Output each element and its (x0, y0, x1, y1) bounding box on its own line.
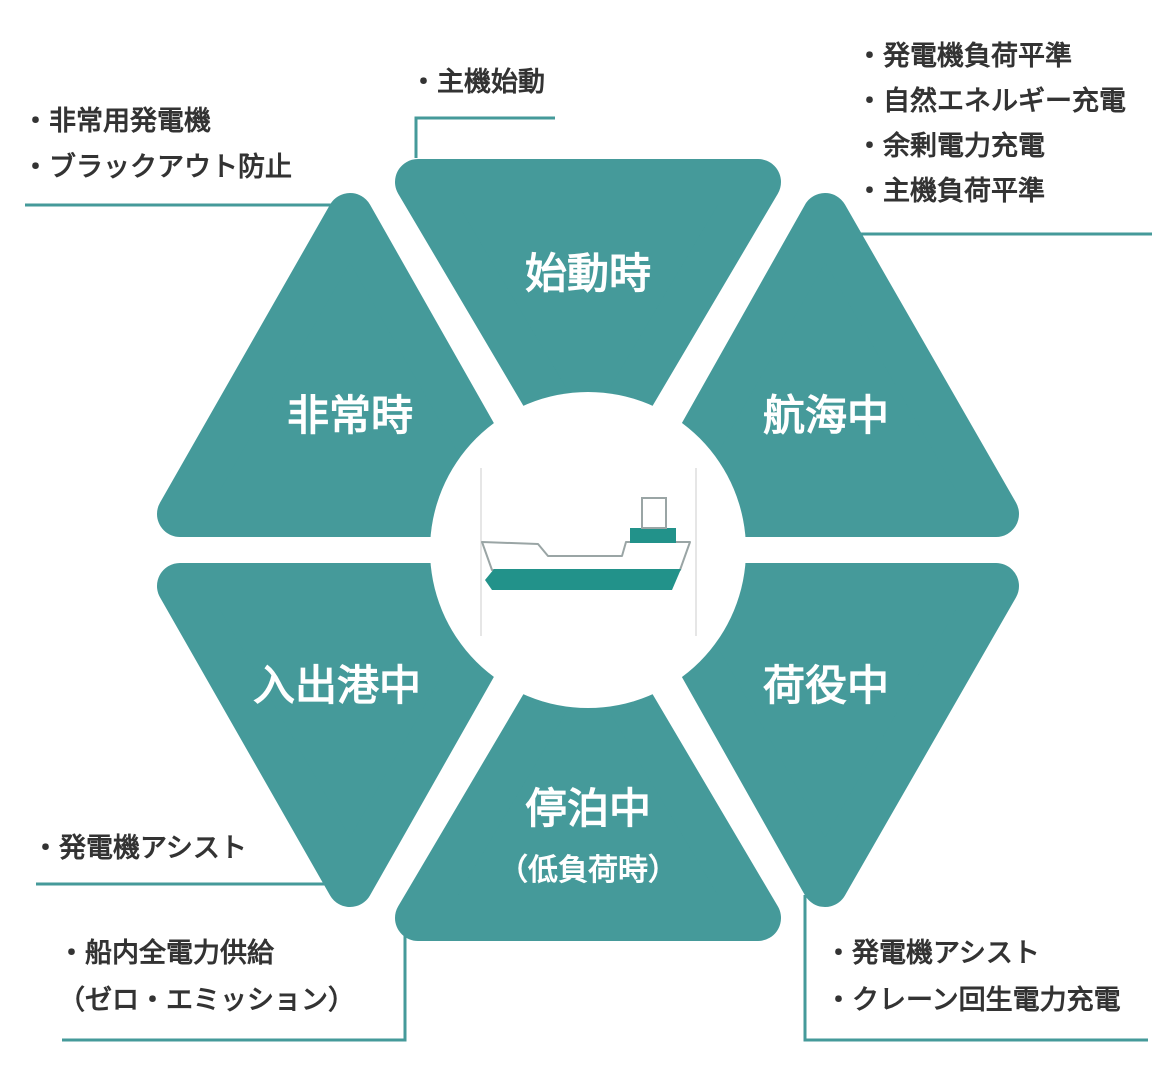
notes-emergency: ・非常用発電機 ・ブラックアウト防止 (22, 106, 292, 183)
leader-line-berthing (62, 925, 407, 1042)
ship-icon-frame-left (480, 468, 482, 636)
segment-voyage[interactable]: 航海中 (634, 193, 1019, 537)
note-text: ・自然エネルギー充電 (856, 85, 1126, 117)
note-text: （ゼロ・エミッション） (58, 985, 355, 1016)
segment-cargo-shape (634, 563, 1019, 907)
leader-line-startup (414, 116, 555, 158)
segment-berthing[interactable]: 停泊中 （低負荷時） (395, 607, 781, 941)
segment-voyage-label: 航海中 (763, 391, 889, 440)
note-text: ・主機始動 (410, 66, 545, 98)
segment-berthing-shape (395, 607, 781, 941)
note-text: ・船内全電力供給 (58, 937, 275, 969)
segment-cargo[interactable]: 荷役中 (634, 563, 1019, 907)
notes-startup: ・主機始動 (410, 66, 545, 98)
note-text: ・発電機アシスト (825, 938, 1040, 969)
segment-cargo-label: 荷役中 (763, 661, 889, 710)
segment-voyage-shape (634, 193, 1019, 537)
segment-port-shape (157, 563, 542, 907)
leader-line-cargo (803, 895, 1148, 1042)
note-text: ・クレーン回生電力充電 (825, 984, 1121, 1016)
note-text: ・ブラックアウト防止 (22, 151, 292, 183)
note-text: ・余剰電力充電 (856, 130, 1045, 162)
segment-berthing-label: 停泊中 (525, 784, 651, 833)
notes-cargo: ・発電機アシスト ・クレーン回生電力充電 (825, 938, 1121, 1016)
segment-emergency[interactable]: 非常時 (157, 193, 542, 537)
center-circle (430, 392, 746, 708)
segment-startup-shape (395, 159, 781, 493)
note-text: ・発電機負荷平準 (856, 40, 1072, 72)
segment-port-label: 入出港中 (253, 661, 421, 710)
note-text: ・非常用発電機 (22, 106, 211, 137)
note-text: ・主機負荷平準 (856, 175, 1045, 207)
segment-startup[interactable]: 始動時 (395, 159, 781, 493)
segment-berthing-sublabel: （低負荷時） (498, 853, 678, 888)
ship-icon-frame-right (695, 468, 697, 636)
ship-icon (480, 468, 697, 636)
segment-emergency-label: 非常時 (287, 391, 413, 440)
note-text: ・発電機アシスト (32, 833, 247, 864)
notes-port: ・発電機アシスト (32, 833, 247, 864)
notes-voyage: ・発電機負荷平準 ・自然エネルギー充電 ・余剰電力充電 ・主機負荷平準 (856, 40, 1126, 207)
segment-port[interactable]: 入出港中 (157, 563, 542, 907)
segment-emergency-shape (157, 193, 542, 537)
notes-berthing: ・船内全電力供給 （ゼロ・エミッション） (58, 937, 355, 1016)
segment-startup-label: 始動時 (525, 249, 651, 298)
